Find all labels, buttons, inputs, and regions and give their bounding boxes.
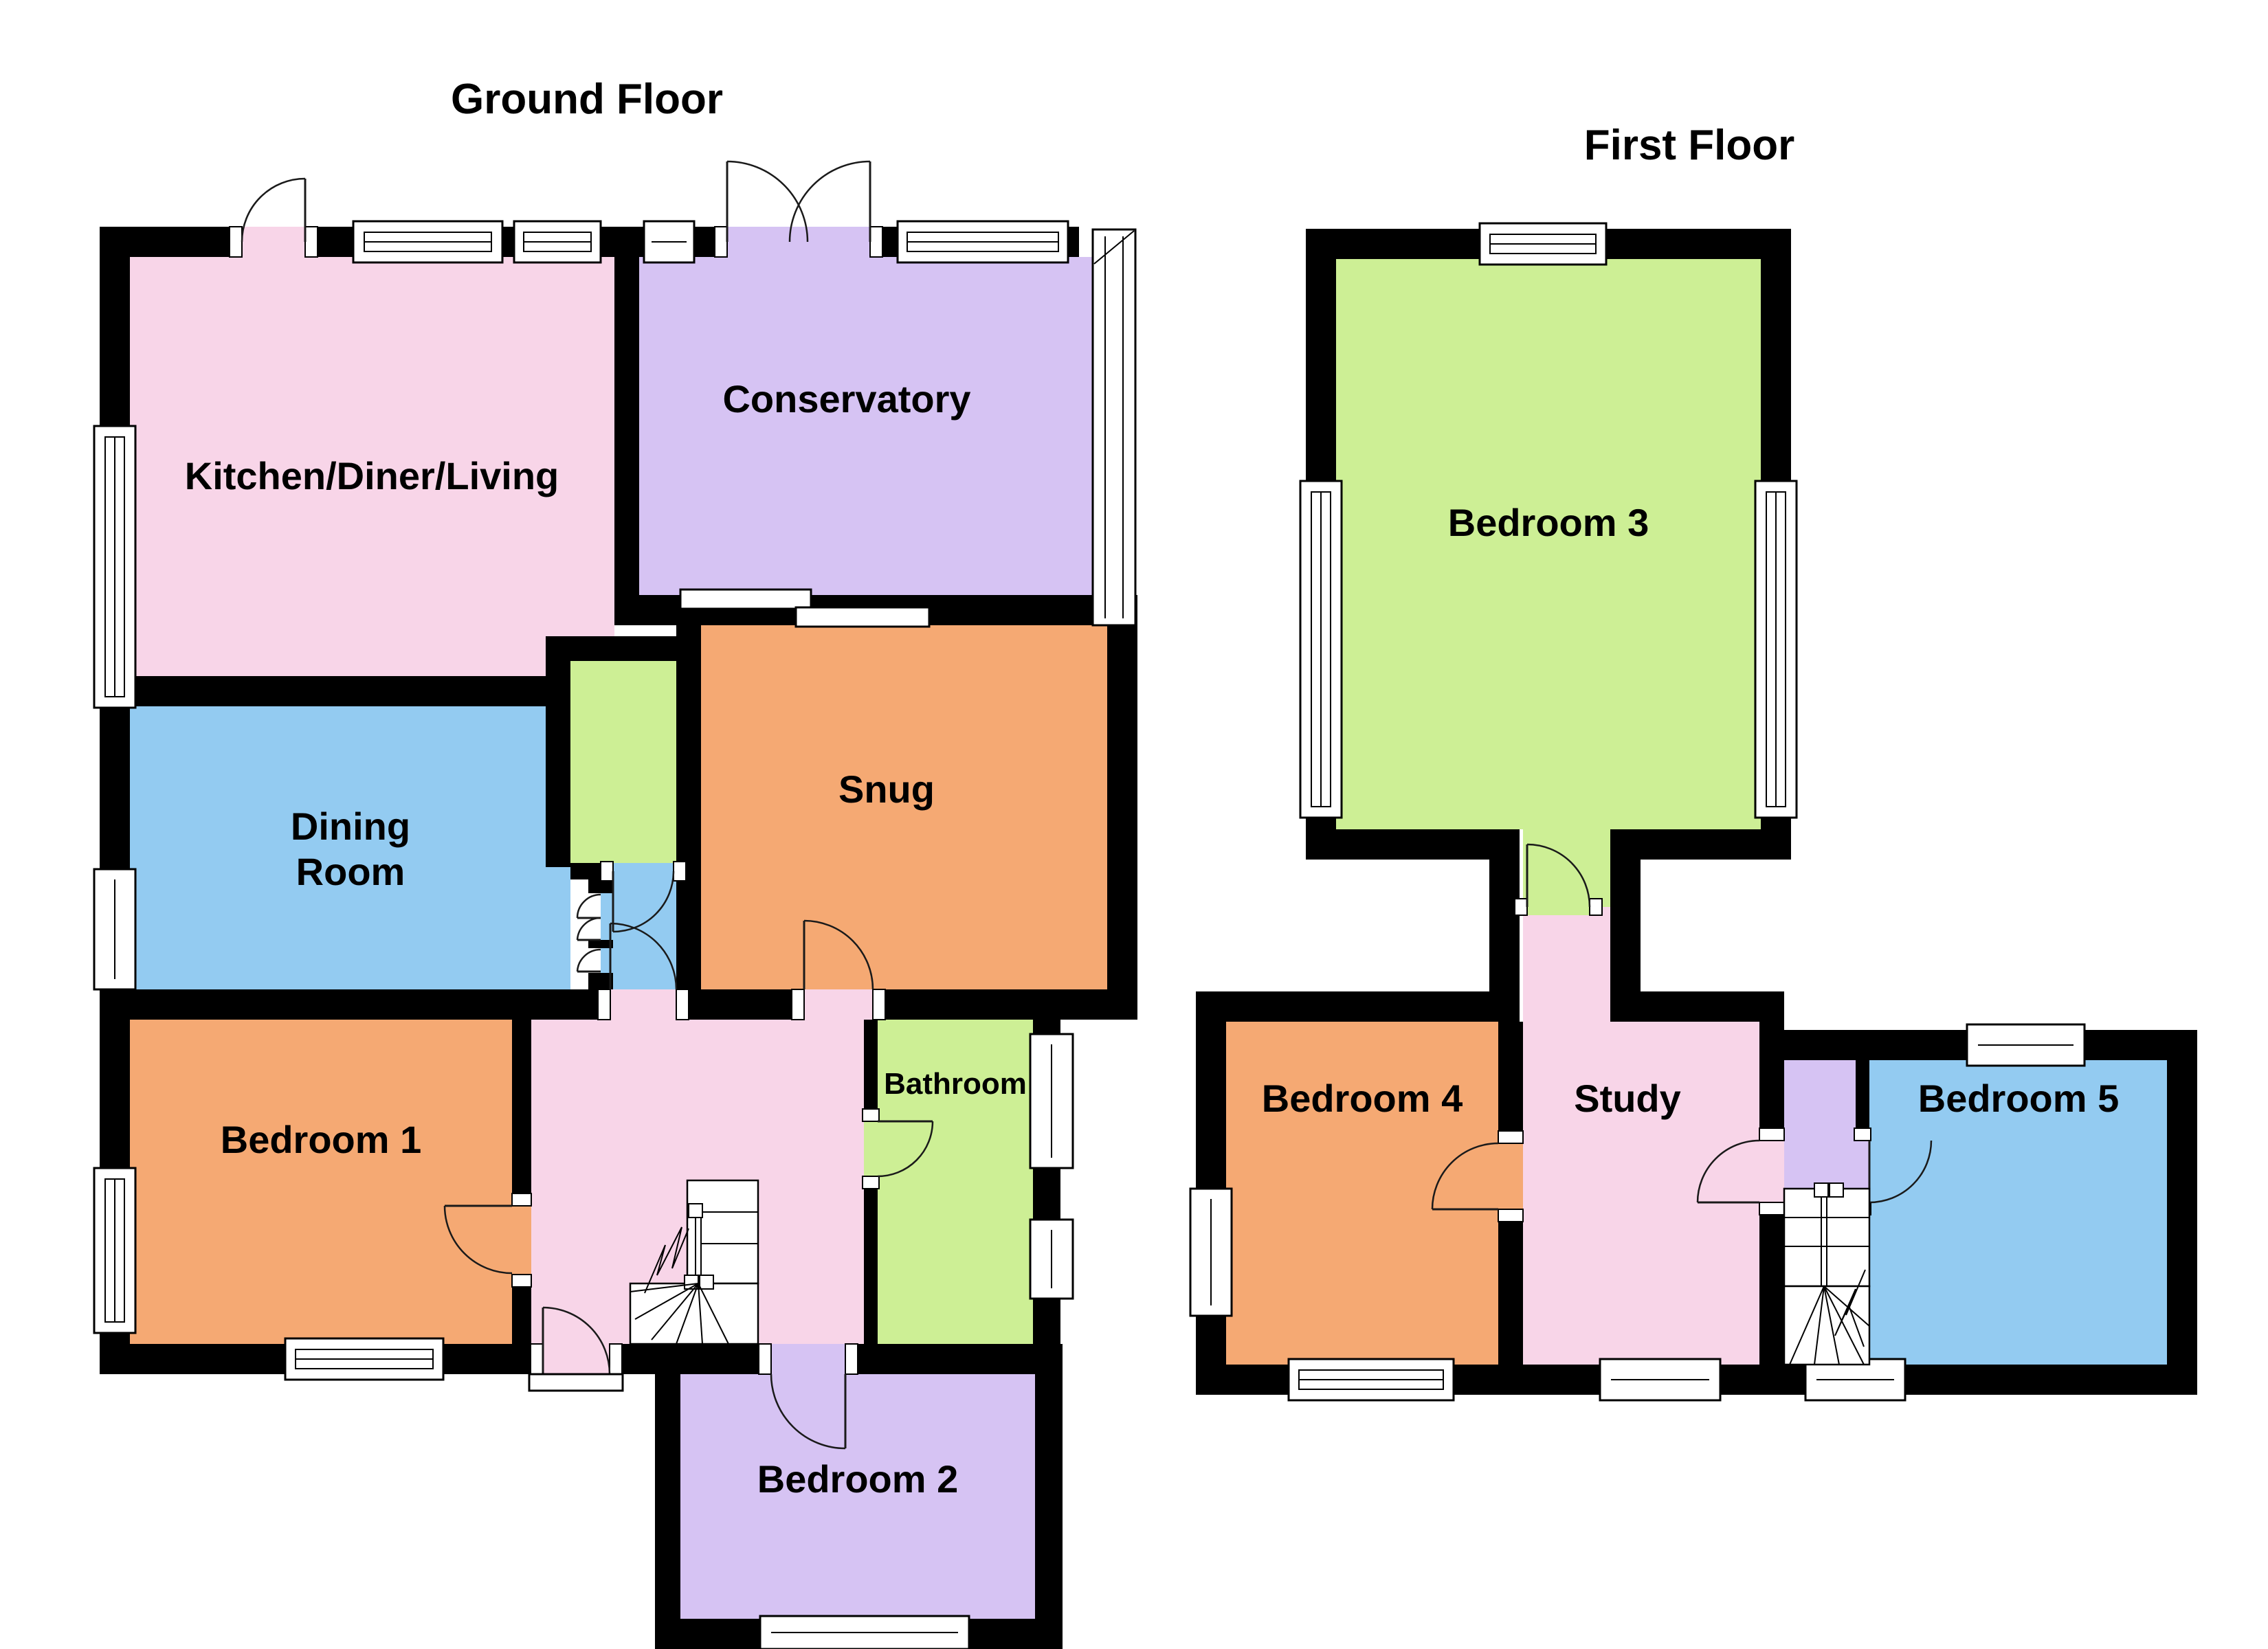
label-bedroom3: Bedroom 3 [1448, 501, 1649, 544]
door [862, 1108, 934, 1189]
label-kitchen: Kitchen/Diner/Living [185, 454, 559, 497]
window [513, 220, 602, 264]
wall-segment [1610, 991, 1759, 1022]
wall-segment [1489, 860, 1520, 991]
wall-segment [676, 625, 701, 989]
room-bedroom2 [680, 1374, 1035, 1619]
wall-segment [1610, 860, 1641, 991]
window [1599, 1358, 1722, 1402]
wall-segment [614, 227, 639, 595]
door [597, 922, 689, 1020]
wall-segment [1035, 1374, 1063, 1619]
staircase-first [1783, 1182, 1871, 1366]
wall-segment [546, 636, 570, 867]
window [1478, 222, 1608, 266]
wall-segment [588, 940, 613, 948]
window [1029, 1033, 1074, 1169]
room-closet [570, 661, 676, 867]
window [1287, 1358, 1455, 1402]
room-dining [130, 706, 570, 989]
room-bathroom [878, 1020, 1033, 1344]
first-floor-title: First Floor [1584, 122, 1795, 169]
first-labels: First Floor Bedroom 3 Bedroom 4 Study Be… [1262, 122, 2120, 1120]
label-study: Study [1574, 1077, 1681, 1120]
window [93, 868, 137, 991]
french-doors [714, 160, 883, 258]
label-bedroom5: Bedroom 5 [1918, 1077, 2120, 1120]
wall-segment [1610, 829, 1791, 860]
door [758, 1343, 858, 1450]
room-snug [701, 625, 1107, 989]
staircase-ground [629, 1179, 759, 1345]
window [93, 425, 137, 709]
label-conservatory: Conservatory [722, 377, 970, 420]
label-dining-line1: Dining [291, 805, 410, 848]
door [443, 1193, 532, 1288]
window [1029, 1218, 1074, 1300]
first-floor: First Floor Bedroom 3 Bedroom 4 Study Be… [1189, 122, 2197, 1402]
label-dining-line2: Room [296, 850, 405, 893]
door [791, 919, 886, 1020]
window [1189, 1187, 1233, 1317]
label-bedroom2: Bedroom 2 [757, 1457, 959, 1501]
wall-segment [588, 973, 613, 989]
wall-segment [2167, 1030, 2197, 1395]
wall-segment [100, 676, 570, 706]
window [759, 1615, 970, 1649]
wall-segment [546, 636, 701, 661]
room-bedroom1 [130, 1020, 512, 1344]
window [352, 220, 504, 264]
door [600, 861, 687, 933]
stair-newel [1814, 1182, 1829, 1198]
window [284, 1337, 445, 1381]
door [1696, 1128, 1785, 1215]
window [1966, 1023, 2086, 1067]
stair-break-line [644, 1226, 689, 1294]
label-bedroom1: Bedroom 1 [221, 1118, 422, 1161]
sliding-patio-door [679, 588, 931, 628]
window [1299, 480, 1343, 819]
label-snug: Snug [838, 767, 935, 811]
window [643, 220, 696, 264]
ground-floor: Ground Floor Kitchen/Diner/Living Conser… [93, 76, 1137, 1649]
stair-flight [686, 1179, 759, 1285]
front-door [528, 1306, 624, 1392]
room-study [1523, 907, 1759, 1365]
porch-step [528, 1373, 624, 1392]
room-conservatory [639, 257, 1093, 595]
stair-newel [699, 1275, 714, 1290]
stair-newel [688, 1203, 703, 1218]
wall-segment [1306, 829, 1520, 860]
room-corridor [1523, 829, 1610, 907]
window [1754, 480, 1798, 819]
wall-segment [1107, 625, 1137, 989]
door [229, 177, 318, 258]
first-doors [1431, 843, 1933, 1222]
door [1514, 843, 1603, 916]
window [93, 1167, 137, 1334]
label-bedroom4: Bedroom 4 [1262, 1077, 1463, 1120]
first-windows [1189, 222, 2086, 1402]
ground-floor-title: Ground Floor [451, 76, 723, 123]
bifold-door [576, 893, 601, 973]
stair-winder [629, 1282, 759, 1345]
stair-newel [1829, 1182, 1844, 1198]
window [1091, 228, 1137, 627]
wall-segment [512, 1020, 531, 1344]
label-bathroom: Bathroom [884, 1067, 1027, 1101]
room-kitchen [130, 257, 614, 676]
room-bedroom4 [1226, 1022, 1498, 1365]
ground-doors [229, 160, 934, 1450]
room-bedroom5 [1869, 1060, 2167, 1365]
stair-break-line [1834, 1269, 1866, 1347]
door [1431, 1130, 1524, 1222]
window [896, 220, 1069, 264]
ground-labels: Ground Floor Kitchen/Diner/Living Conser… [185, 76, 1027, 1501]
room-bedroom3 [1336, 259, 1761, 829]
wall-segment [655, 1344, 680, 1649]
ground-windows [93, 220, 1137, 1649]
wall-segment [1196, 991, 1520, 1022]
